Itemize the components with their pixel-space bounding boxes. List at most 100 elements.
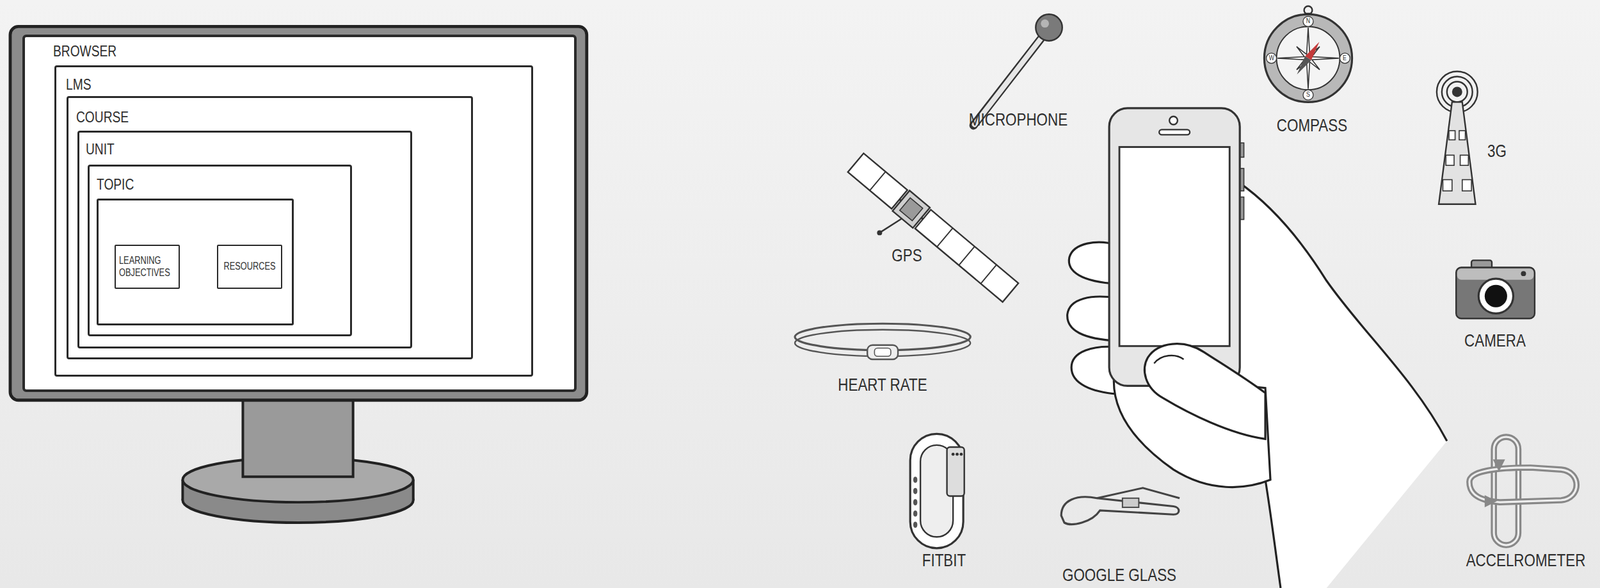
satellite-icon [879, 218, 902, 233]
label-holder: E [1216, 53, 1473, 63]
label-holder: ACCELROMETER [1397, 549, 1600, 571]
fitbit-icon [913, 498, 918, 505]
fitbit-icon [913, 520, 918, 528]
label-holder: COMPASS [1184, 114, 1440, 137]
label-holder: 3G [1368, 140, 1600, 162]
cell-tower-icon [1452, 86, 1463, 97]
label-holder: GOOGLE GLASS [991, 563, 1248, 586]
hand-and-phone [1144, 343, 1266, 440]
device-label: COMPASS [1184, 114, 1440, 137]
lms-box: LMSCOURSEUNITTOPICLEARNING OBJECTIVESRES… [54, 65, 534, 377]
camera-icon [1520, 270, 1526, 276]
objectives-box: LEARNING OBJECTIVES [114, 244, 180, 289]
satellite-icon [847, 152, 1019, 303]
label-holder: MICROPHONE [890, 108, 1147, 131]
monitor-stand [242, 392, 353, 477]
heart-rate-strap-icon [874, 347, 891, 356]
hand-and-phone [1159, 129, 1190, 135]
label-holder: GPS [778, 244, 1035, 267]
cell-tower-icon [1459, 130, 1466, 140]
monitor-frame [10, 26, 587, 400]
satellite-icon [899, 197, 923, 221]
fitbit-icon [910, 433, 965, 548]
box-heading: BROWSER [53, 42, 117, 61]
compass-icon [1276, 26, 1341, 90]
fitbit-icon [955, 452, 959, 456]
box-heading: COURSE [76, 108, 129, 127]
hand-and-phone [1153, 355, 1184, 363]
course-box: COURSEUNITTOPICLEARNING OBJECTIVESRESOUR… [66, 96, 473, 360]
camera-icon [1456, 267, 1535, 319]
compass-icon [1304, 41, 1320, 61]
hand-and-phone [1067, 108, 1448, 588]
satellite-icon [915, 209, 1019, 302]
device-label: GPS [778, 244, 1035, 267]
device-label: ACCELROMETER [1397, 549, 1600, 571]
microphone-icon [1035, 14, 1062, 41]
fitbit-icon [913, 476, 918, 483]
label-holder: W [1143, 53, 1400, 63]
unit-box: UNITTOPICLEARNING OBJECTIVESRESOURCES [77, 130, 413, 349]
label-holder: CAMERA [1367, 329, 1600, 352]
cell-tower-icon [1447, 81, 1468, 103]
satellite-icon [869, 171, 886, 191]
label-holder: N [1180, 16, 1437, 25]
compass-letter: N [1180, 16, 1437, 25]
compass-icon [1264, 14, 1352, 102]
camera-icon [1484, 284, 1508, 308]
accelerometer-icon [1493, 436, 1519, 545]
cell-tower-icon [1448, 130, 1456, 140]
cell-tower-icon [1460, 154, 1469, 166]
label-holder: FITBIT [816, 549, 1072, 571]
label-holder: S [1180, 90, 1437, 99]
resources-box: RESOURCES [216, 244, 283, 289]
compass-letter: W [1143, 53, 1400, 63]
satellite-icon [876, 229, 882, 235]
satellite-icon [892, 190, 930, 228]
device-label: HEART RATE [754, 373, 1011, 396]
google-glass-icon [1061, 496, 1179, 525]
box-text: LEARNING OBJECTIVES [119, 254, 176, 279]
fitbit-icon [960, 452, 964, 456]
microphone-icon [1040, 19, 1049, 28]
cell-tower-icon [1445, 154, 1455, 166]
fitbit-icon [947, 446, 965, 496]
accelerometer-icon [1484, 494, 1497, 507]
fitbit-icon [913, 510, 918, 517]
box-heading: LMS [65, 75, 91, 94]
browser-window: BROWSERLMSCOURSEUNITTOPICLEARNING OBJECT… [22, 34, 577, 392]
hand-and-phone [1119, 147, 1230, 347]
heart-rate-strap-icon [867, 344, 898, 360]
satellite-icon [847, 152, 1019, 303]
satellite-icon [936, 227, 953, 247]
device-label: GOOGLE GLASS [991, 563, 1248, 586]
satellite-icon [958, 246, 975, 265]
hand-and-phone [1237, 181, 1448, 441]
monitor-stand [182, 392, 413, 523]
fitbit-icon [913, 487, 918, 495]
camera-icon [1478, 278, 1513, 313]
box-heading: TOPIC [96, 175, 134, 194]
box-text: RESOURCES [221, 260, 278, 272]
hand-and-phone [1265, 479, 1281, 588]
compass-letter: S [1180, 90, 1437, 99]
cell-tower-icon [1442, 179, 1452, 192]
camera-icon [1456, 259, 1535, 319]
device-label: 3G [1368, 140, 1600, 162]
label-holder: HEART RATE [754, 373, 1011, 396]
device-label: MICROPHONE [890, 108, 1147, 131]
microphone-icon [973, 14, 1063, 126]
satellite-icon [848, 152, 908, 209]
compass-letter: E [1216, 53, 1473, 63]
satellite-icon [980, 264, 997, 283]
fitbit-icon [951, 452, 955, 456]
google-glass-icon [1096, 487, 1180, 498]
accelerometer-icon [1469, 436, 1577, 545]
accelerometer-icon [1493, 458, 1506, 472]
topic-box: TOPIC LEARNING OBJECTIVES RESOURCES [87, 164, 352, 336]
accelerometer-icon [1493, 436, 1519, 545]
cell-tower-icon [1436, 71, 1478, 205]
device-label: FITBIT [816, 549, 1072, 571]
google-glass-icon [1122, 497, 1140, 507]
